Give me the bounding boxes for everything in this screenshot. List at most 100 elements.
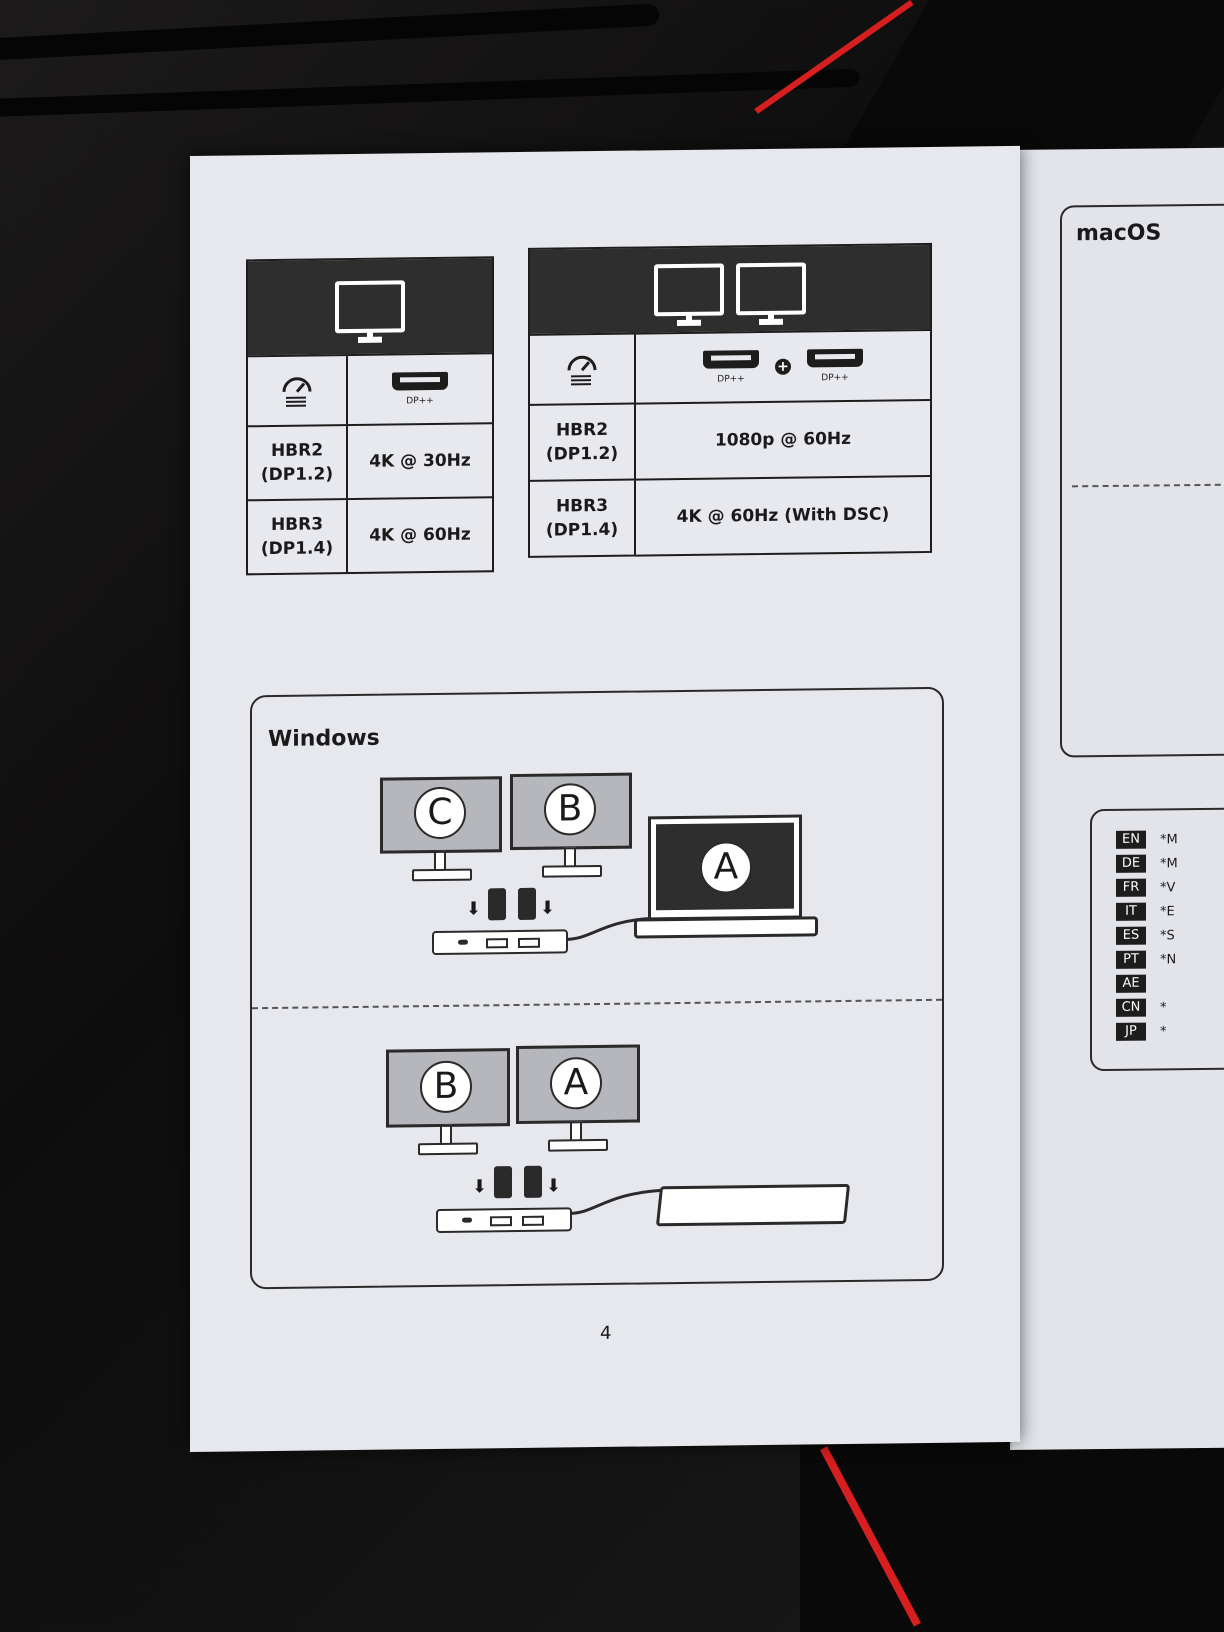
usb-c-port: [462, 1217, 472, 1223]
speed-icon-cell: [530, 335, 634, 404]
lang-text: *: [1160, 1023, 1167, 1039]
lang-row: FR *V: [1116, 878, 1175, 897]
displayport-port: DP++: [703, 350, 759, 385]
hdmi-plug: [518, 887, 536, 920]
displayport-icon: [807, 348, 863, 368]
displayport-port: DP++: [392, 371, 448, 407]
displayport-port: DP++: [807, 348, 863, 384]
arrow-down-icon: ⬇: [546, 1175, 562, 1197]
hdmi-port: [522, 1215, 544, 1226]
lang-row: AE: [1116, 974, 1160, 993]
section-divider: [252, 998, 942, 1010]
speedometer-icon: [567, 355, 597, 386]
lang-code: ES: [1116, 926, 1146, 945]
port-label: DP++: [406, 396, 434, 407]
displayport-icon: [392, 371, 448, 391]
table-row: HBR2 (DP1.2) 4K @ 30Hz: [248, 422, 492, 500]
lang-row: EN *M: [1116, 830, 1178, 849]
laptop-a-base: [634, 916, 818, 939]
monitor-base: [548, 1138, 608, 1152]
hdmi-port: [490, 1216, 512, 1227]
usb-c-hub: [436, 1207, 572, 1233]
port-cell: DP++ + DP++: [634, 330, 930, 403]
table-header: [530, 244, 930, 334]
arrow-down-icon: ⬇: [472, 1176, 488, 1198]
monitor-icon: [736, 262, 806, 316]
lang-text: *E: [1160, 903, 1175, 919]
hdmi-port: [518, 937, 540, 948]
lang-row: CN *: [1116, 998, 1167, 1017]
page-number: 4: [600, 1322, 612, 1344]
macos-title: macOS: [1076, 220, 1162, 247]
monitor-icon: [654, 263, 724, 317]
lang-text: *N: [1160, 951, 1177, 967]
usb-cable: [569, 1188, 667, 1215]
displayport-icon: [703, 350, 759, 369]
value-cell: 4K @ 60Hz (With DSC): [634, 476, 930, 555]
speedometer-icon: [282, 377, 312, 407]
macos-section: macOS: [1060, 203, 1224, 758]
speed-icon-cell: [248, 356, 346, 425]
link-cell: HBR3 (DP1.4): [260, 514, 334, 560]
desk-mat-top: [830, 0, 1224, 170]
lang-code: IT: [1116, 902, 1146, 921]
table-header-row: DP++: [248, 352, 492, 426]
lang-text: *S: [1160, 927, 1175, 943]
lang-text: *V: [1160, 879, 1176, 895]
windows-section: Windows C B ⬇ ⬇ A B A: [250, 686, 944, 1290]
table-row: HBR3 (DP1.4) 4K @ 60Hz: [248, 496, 492, 574]
arrow-down-icon: ⬇: [466, 898, 482, 920]
language-list: EN *M DE *M FR *V IT *E ES *S PT *N AE CN * JP *: [1090, 807, 1224, 1072]
lang-code: JP: [1116, 1022, 1146, 1041]
usb-c-hub: [432, 929, 568, 956]
value-cell: 4K @ 60Hz: [346, 498, 492, 573]
link-cell: HBR2 (DP1.2): [545, 419, 619, 465]
port-cell: DP++: [346, 354, 492, 425]
hdmi-plug: [524, 1165, 542, 1198]
lang-text: *: [1160, 999, 1167, 1015]
right-page: macOS EN *M DE *M FR *V IT *E ES *S PT *N AE C…: [1010, 147, 1224, 1450]
port-label: DP++: [821, 372, 849, 384]
lang-code: CN: [1116, 998, 1146, 1017]
lang-code: PT: [1116, 950, 1146, 969]
lang-code: DE: [1116, 854, 1146, 873]
lang-code: FR: [1116, 878, 1146, 897]
port-label: DP++: [717, 374, 745, 385]
lang-code: EN: [1116, 830, 1146, 849]
manual-page: DP++ HBR2 (DP1.2) 4K @ 30Hz HBR3 (DP1.4)…: [190, 145, 1020, 1452]
table-row: HBR2 (DP1.2) 1080p @ 60Hz: [530, 398, 930, 480]
monitor-icon: [335, 280, 405, 334]
plus-icon: +: [775, 358, 791, 375]
closed-laptop: [655, 1183, 851, 1227]
lang-row: DE *M: [1116, 854, 1178, 873]
lang-code: AE: [1116, 974, 1146, 993]
lang-row: JP *: [1116, 1022, 1167, 1041]
usb-c-port: [458, 939, 468, 945]
monitor-base: [412, 868, 472, 882]
value-cell: 1080p @ 60Hz: [634, 400, 930, 479]
desk-mat-bottom: [800, 1440, 1224, 1632]
cable-second: [0, 68, 860, 118]
table-header: [248, 258, 492, 356]
table-header-row: DP++ + DP++: [530, 328, 930, 404]
arrow-down-icon: ⬇: [540, 897, 556, 919]
lang-text: *M: [1160, 831, 1178, 847]
table-row: HBR3 (DP1.4) 4K @ 60Hz (With DSC): [530, 474, 930, 556]
lang-row: PT *N: [1116, 950, 1176, 969]
lang-row: IT *E: [1116, 902, 1175, 921]
hdmi-plug: [488, 888, 506, 921]
hdmi-port: [486, 938, 508, 949]
dual-monitor-table: DP++ + DP++ HBR2 (DP1.2) 1080p @ 60Hz HB…: [528, 242, 932, 558]
lang-row: ES *S: [1116, 926, 1175, 945]
link-cell: HBR3 (DP1.4): [545, 495, 619, 541]
monitor-base: [418, 1142, 478, 1156]
monitor-base: [542, 864, 602, 878]
lang-text: *M: [1160, 855, 1178, 871]
hdmi-plug: [494, 1166, 512, 1199]
link-cell: HBR2 (DP1.2): [260, 440, 334, 486]
single-monitor-table: DP++ HBR2 (DP1.2) 4K @ 30Hz HBR3 (DP1.4)…: [246, 256, 494, 576]
value-cell: 4K @ 30Hz: [346, 424, 492, 499]
cable-top: [0, 3, 660, 62]
macos-divider: [1072, 483, 1224, 488]
windows-title: Windows: [268, 725, 380, 753]
